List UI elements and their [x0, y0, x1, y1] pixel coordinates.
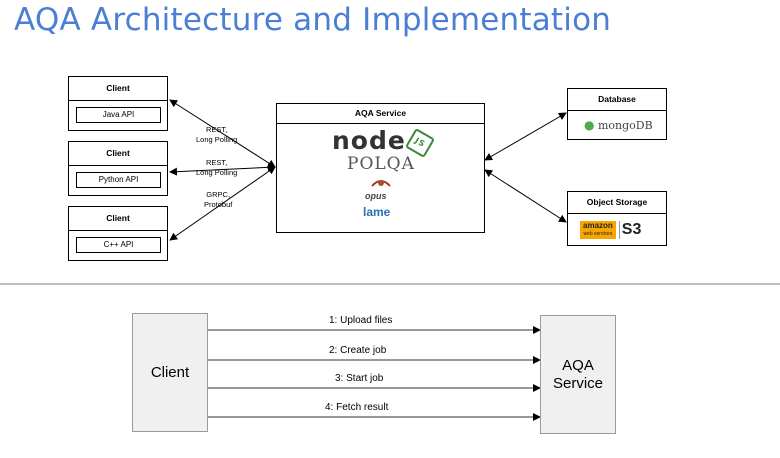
client-box-cpp: Client C++ API [68, 206, 168, 261]
opus-logo: opus [365, 191, 387, 201]
arrow-service-storage [484, 169, 567, 223]
arrow-service-database [484, 112, 567, 161]
arrow-client1-service [169, 99, 276, 168]
aqa-service-header: AQA Service [277, 104, 484, 124]
edge-label-rest-1: REST, Long Polling [196, 125, 237, 145]
s3-text: S3 [618, 221, 641, 239]
client-box-java: Client Java API [68, 76, 168, 131]
flow-label-start: 3: Start job [335, 373, 384, 384]
mongodb-leaf-icon: ● [584, 118, 595, 132]
sequence-service-label: AQA Service [552, 356, 604, 392]
client-header: Client [69, 207, 167, 231]
cpp-api-box: C++ API [76, 237, 161, 253]
nodejs-logo-text: node [332, 126, 406, 155]
client-header: Client [69, 77, 167, 101]
edge-label-line: REST, [206, 158, 228, 167]
aws-amazon-text: amazon [583, 221, 613, 230]
database-box: Database ● mongoDB [567, 88, 667, 140]
flow-label-upload: 1: Upload files [329, 315, 393, 326]
lame-logo-text: lame [363, 205, 391, 219]
page-title: AQA Architecture and Implementation [14, 2, 612, 38]
sequence-client-box: Client [132, 313, 208, 432]
edge-label-grpc: GRPC, Protobuf [204, 190, 232, 210]
java-api-box: Java API [76, 107, 161, 123]
object-storage-box: Object Storage amazon web services S3 [567, 191, 667, 246]
object-storage-header: Object Storage [568, 192, 666, 214]
edge-label-rest-2: REST, Long Polling [196, 158, 237, 178]
sequence-service-box: AQA Service [540, 315, 616, 434]
client-box-python: Client Python API [68, 141, 168, 196]
edge-label-line: Protobuf [204, 200, 233, 209]
mongodb-logo-text: mongoDB [597, 119, 653, 132]
client-header: Client [69, 142, 167, 166]
lame-mascot-icon [370, 176, 392, 190]
edge-label-line: REST, [206, 125, 228, 134]
mongodb-logo: ● mongoDB [584, 118, 653, 132]
python-api-box: Python API [76, 172, 161, 188]
edge-label-line: Long Polling [196, 168, 238, 177]
database-header: Database [568, 89, 666, 111]
flow-label-create: 2: Create job [329, 345, 387, 356]
lame-logo: lame [363, 205, 390, 219]
aws-badge: amazon web services [580, 221, 616, 239]
polqa-logo: POLQA [347, 154, 415, 174]
edge-label-line: Long Polling [196, 135, 238, 144]
amazon-s3-logo: amazon web services S3 [580, 220, 641, 240]
section-divider [0, 283, 780, 285]
arrow-client3-service [169, 166, 276, 241]
flow-label-fetch: 4: Fetch result [325, 402, 389, 413]
edge-label-line: GRPC, [206, 190, 231, 199]
aws-webservices-text: web services [583, 231, 613, 237]
